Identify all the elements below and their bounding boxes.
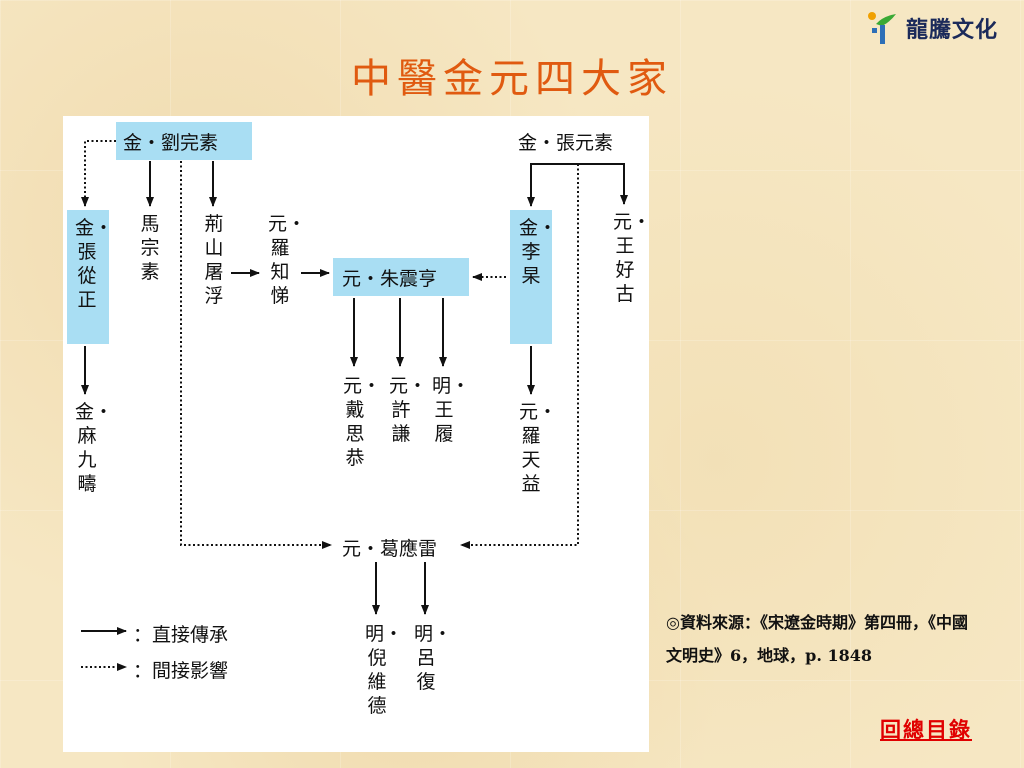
logo: 龍騰文化 (866, 8, 998, 48)
legend-direct: ：直接傳承 (133, 624, 229, 646)
node-li-gao: 金・李杲 (519, 217, 558, 287)
box-zhang-congzheng (67, 210, 109, 344)
node-wang-lv: 明・王履 (432, 375, 471, 445)
node-luo-tianyi: 元・羅天益 (519, 401, 558, 495)
node-ma-zongsu: 馬宗素 (140, 213, 160, 283)
node-wang-haogu: 元・王好古 (613, 211, 652, 305)
node-ma-jiuchou: 金・麻九疇 (75, 401, 114, 495)
leaf-figure-icon (868, 12, 896, 44)
node-ni-weide: 明・倪維德 (365, 623, 404, 717)
box-li-gao (510, 210, 552, 344)
connector-lines (81, 140, 628, 671)
node-luo-zhiti: 元・羅知悌 (268, 213, 307, 307)
logo-text: 龍騰文化 (906, 18, 999, 43)
node-lv-fu: 明・呂復 (414, 623, 453, 693)
node-zhang-yuansu: 金・張元素 (518, 132, 614, 154)
box-liu-wansu (116, 122, 252, 160)
node-zhang-congzheng: 金・張從正 (75, 217, 114, 311)
box-zhu-zhenheng (333, 258, 469, 296)
node-ge-yinglei: 元・葛應雷 (342, 538, 438, 560)
node-zhu-zhenheng: 元・朱震亨 (342, 268, 438, 290)
legend-indirect: ：間接影響 (133, 660, 229, 682)
node-xu-qian: 元・許謙 (389, 375, 428, 445)
node-liu-wansu: 金・劉完素 (123, 132, 219, 154)
lineage-diagram: 金・劉完素 金・張元素 元・朱震亨 元・葛應雷 金・張從正 馬宗素 荊山屠浮 元… (63, 116, 652, 752)
page-title: 中醫金元四大家 (351, 56, 673, 102)
node-jing-shantu: 荊山屠浮 (204, 213, 224, 307)
node-dai-sigong: 元・戴思恭 (343, 375, 382, 469)
back-to-index-link[interactable]: 回總目錄 (880, 717, 972, 742)
source-note: ◎資料來源：《宋遼金時期》第四冊，《中國文明史》6，地球，p. 1848 (666, 613, 968, 665)
